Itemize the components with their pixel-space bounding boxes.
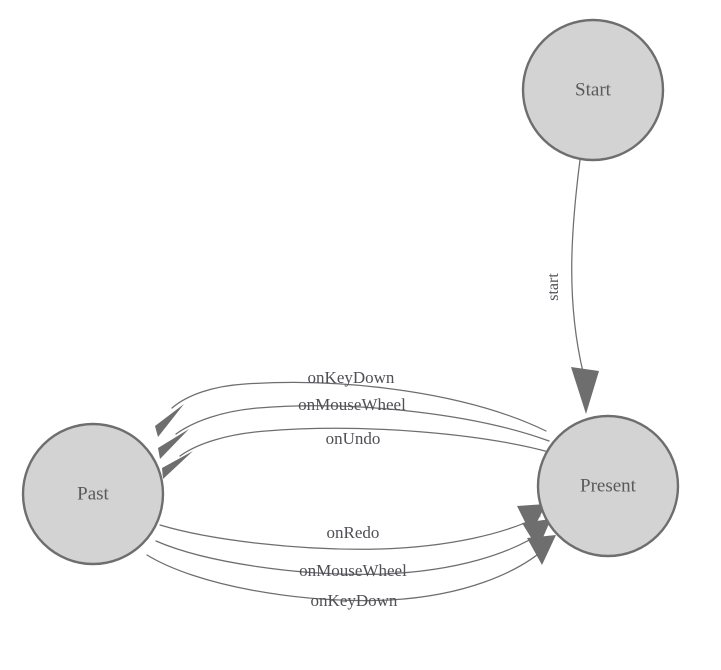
edge-past-to-present-onredo-arrowhead (517, 504, 546, 534)
edge-past-to-present-onmousewheel-arrowhead (522, 519, 551, 549)
node-present[interactable]: Present (536, 414, 680, 558)
node-present-label: Present (580, 475, 637, 496)
node-past-label: Past (77, 483, 109, 504)
edge-present-to-past-onkeydown-arrowhead (155, 404, 184, 437)
edge-present-to-past-onundo-path (179, 427, 550, 457)
edge-present-to-past-onmousewheel-arrowhead (158, 429, 189, 459)
node-present-circle (536, 414, 680, 558)
edge-start-to-present[interactable]: start (545, 159, 599, 414)
node-start-circle (521, 18, 665, 162)
edge-past-to-present-onredo-path (159, 515, 541, 550)
edge-past-to-present-onmousewheel-path (155, 529, 546, 575)
node-start-label: Start (575, 79, 612, 100)
edge-past-to-present-onkeydown-arrowhead (527, 535, 556, 565)
node-past[interactable]: Past (21, 422, 165, 566)
edge-past-to-present-onmousewheel[interactable]: onMouseWheel (155, 519, 551, 580)
edge-start-to-present-label: start (545, 273, 562, 301)
edge-past-to-present-onredo[interactable]: onRedo (159, 504, 546, 550)
edge-present-to-past-onkeydown-label: onKeyDown (308, 368, 395, 387)
edge-present-to-past-onmousewheel[interactable]: onMouseWheel (158, 395, 550, 459)
edge-past-to-present-onkeydown[interactable]: onKeyDown (146, 535, 556, 610)
node-past-circle (21, 422, 165, 566)
edge-present-to-past-onmousewheel-label: onMouseWheel (298, 395, 406, 414)
edge-present-to-past-onkeydown[interactable]: onKeyDown (155, 368, 547, 437)
edge-present-to-past-onundo[interactable]: onUndo (162, 427, 550, 479)
edge-past-to-present-onmousewheel-label: onMouseWheel (299, 561, 407, 580)
edge-present-to-past-onmousewheel-path (175, 405, 550, 442)
edge-past-to-present-onredo-label: onRedo (327, 523, 380, 542)
edge-start-to-present-path (571, 159, 584, 373)
edge-past-to-present-onkeydown-label: onKeyDown (311, 591, 398, 610)
edge-present-to-past-onundo-label: onUndo (326, 429, 381, 448)
edge-present-to-past-onundo-arrowhead (162, 451, 193, 479)
edge-past-to-present-onkeydown-path (146, 544, 550, 602)
edge-start-to-present-arrowhead (571, 367, 599, 414)
node-start[interactable]: Start (521, 18, 665, 162)
edge-present-to-past-onkeydown-path (171, 381, 547, 432)
